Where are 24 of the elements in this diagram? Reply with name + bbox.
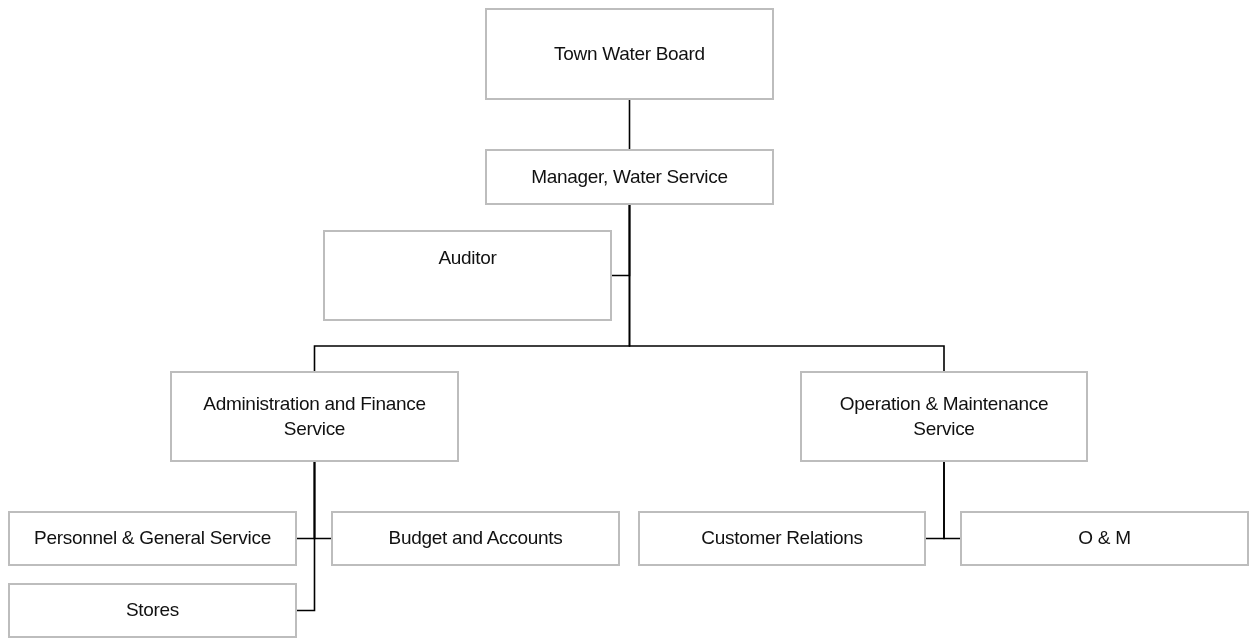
org-box — [8, 583, 297, 638]
connector-line — [628, 204, 945, 372]
org-box — [8, 511, 297, 566]
unit-name: Operation & Maintenance Service — [839, 391, 1049, 441]
unit-name: Personnel & General Service — [34, 526, 271, 551]
org-box — [485, 149, 774, 205]
unit-name: Budget and Accounts — [388, 526, 563, 551]
unit-name: Administration and Finance Service — [202, 391, 427, 441]
unit-name: Customer Relations — [701, 526, 863, 551]
org-box — [800, 371, 1088, 462]
unit-name: Stores — [125, 598, 180, 623]
unit-name: Manager, Water Service — [531, 164, 728, 189]
unit-name: Auditor — [438, 246, 497, 270]
org-box — [170, 371, 459, 462]
connector-line — [943, 461, 961, 540]
unit-name: Town Water Board — [554, 41, 705, 66]
org-box — [960, 511, 1249, 566]
connector-line — [628, 99, 631, 150]
org-box — [331, 511, 620, 566]
unit-name: O & M — [1078, 526, 1131, 551]
org-box — [485, 8, 774, 100]
org-box — [323, 230, 612, 321]
org-box — [638, 511, 926, 566]
connector-line — [296, 461, 316, 612]
